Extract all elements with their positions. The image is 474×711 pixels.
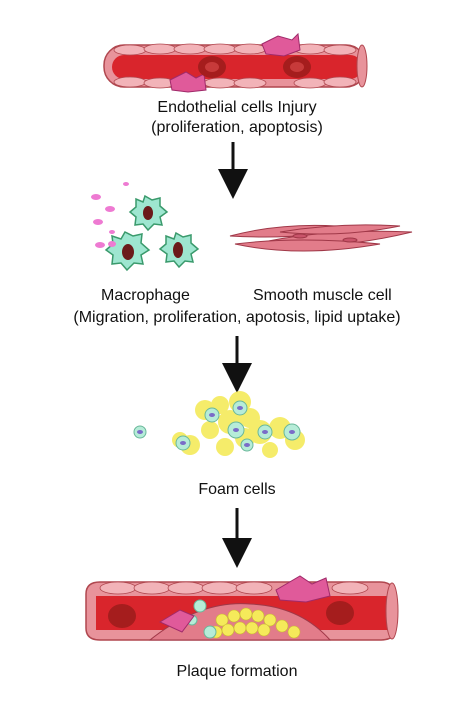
injury-title: Endothelial cells Injury [157,99,317,116]
injured-vessel [103,32,368,93]
smooth-muscle-cells [229,224,413,252]
plaque-vessel [85,575,399,641]
injury-subtitle: (proliferation, apoptosis) [151,119,323,136]
cells-subtitle: (Migration, proliferation, apotosis, lip… [73,309,401,326]
macrophage-cluster [91,182,200,272]
foam-cells-title: Foam cells [198,481,276,498]
smooth-muscle-label: Smooth muscle cell [253,287,392,304]
macrophage-label: Macrophage [101,287,190,304]
foam-cells [133,391,305,458]
plaque-formation-title: Plaque formation [176,663,298,680]
